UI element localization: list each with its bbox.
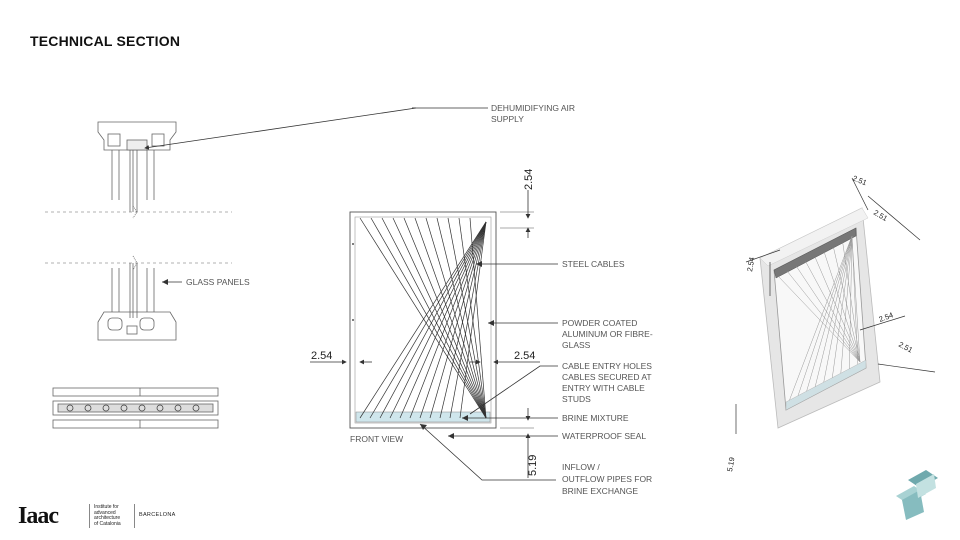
callout-inflow-3: BRINE EXCHANGE — [562, 486, 638, 496]
cable — [429, 221, 487, 419]
cable — [414, 217, 487, 419]
callout-brine: BRINE MIXTURE — [562, 413, 629, 423]
front-view-caption: FRONT VIEW — [350, 434, 403, 444]
dim-top: 2.54 — [523, 169, 535, 190]
dim-left: 2.54 — [311, 350, 332, 362]
axon-cable — [787, 235, 853, 405]
axon-cables — [777, 235, 861, 405]
axonometric-view — [759, 207, 881, 429]
cable — [439, 221, 487, 419]
callout-frame-3: GLASS — [562, 340, 591, 350]
logo-institute: Institute for advanced architecture of C… — [94, 504, 121, 527]
dim-bottom: 5.19 — [527, 455, 539, 476]
callout-frame-2: ALUMINUM OR FIBRE- — [562, 329, 653, 339]
callout-inflow-1: INFLOW / — [562, 462, 600, 472]
section-detail — [45, 121, 232, 341]
axon-cable — [777, 275, 861, 363]
callout-holes-1: CABLE ENTRY HOLES — [562, 361, 652, 371]
cable — [436, 217, 487, 419]
cable — [392, 217, 487, 419]
air-supply-label-2: SUPPLY — [491, 114, 524, 124]
axon-dim-right2: 2.51 — [897, 340, 914, 355]
callout-holes-3: ENTRY WITH CABLE — [562, 383, 645, 393]
glass-panels-label: GLASS PANELS — [186, 277, 250, 287]
cable — [370, 217, 487, 419]
logo-divider-2 — [134, 504, 135, 528]
cable — [389, 221, 487, 419]
cable — [447, 217, 487, 419]
callout-inflow-2: OUTFLOW PIPES FOR — [562, 474, 652, 484]
air-supply-leader — [144, 107, 417, 150]
axon-cable — [840, 235, 853, 378]
callout-holes-4: STUDS — [562, 394, 591, 404]
cable — [459, 221, 487, 419]
axon-cable — [831, 235, 853, 382]
axon-dim-right1: 2.54 — [878, 310, 895, 323]
air-supply-label-1: DEHUMIDIFYING AIR — [491, 103, 575, 113]
callout-seal: WATERPROOF SEAL — [562, 431, 646, 441]
axon-cable — [849, 235, 853, 373]
axon-dim-left: 2.54 — [745, 256, 756, 272]
axon-cable — [833, 247, 861, 363]
axon-dim-lines — [735, 177, 936, 434]
cable — [425, 217, 487, 419]
page-title: TECHNICAL SECTION — [30, 33, 181, 49]
cable — [469, 217, 487, 419]
cable — [399, 221, 487, 419]
cable — [359, 217, 487, 419]
cable — [449, 221, 487, 419]
axon-cable — [796, 266, 861, 363]
axon-dim-top2: 2.51 — [872, 208, 889, 223]
axon-cable — [842, 242, 861, 363]
axon-dim-bottom: 5.19 — [725, 456, 736, 472]
axon-cable — [814, 256, 861, 363]
callout-holes-2: CABLES SECURED AT — [562, 372, 652, 382]
cable — [419, 221, 487, 419]
cable — [458, 217, 487, 419]
cable — [369, 221, 487, 419]
front-view — [349, 211, 497, 429]
axon-cable — [851, 235, 859, 369]
logo-mark: Iaac — [18, 503, 59, 529]
axon-cable — [822, 235, 853, 387]
logo-city: BARCELONA — [139, 512, 176, 518]
cable — [379, 221, 487, 419]
axon-cable — [796, 235, 853, 400]
callout-frame-1: POWDER COATED — [562, 318, 637, 328]
callout-steel-cables: STEEL CABLES — [562, 259, 625, 269]
cable — [409, 221, 487, 419]
axon-cable — [787, 271, 861, 363]
cable — [359, 221, 487, 419]
front-view-leaders — [419, 263, 558, 481]
logo-divider — [89, 504, 90, 528]
axon-cable — [851, 237, 861, 363]
plan-strips — [52, 387, 219, 429]
axon-cable — [805, 235, 853, 396]
corner-logo-mark — [896, 470, 938, 520]
brine-mixture-band — [355, 411, 491, 423]
cable — [403, 217, 487, 419]
dim-right: 2.54 — [514, 350, 535, 362]
axon-dim-top1: 2.51 — [851, 174, 868, 188]
axon-cable — [805, 261, 861, 363]
steel-cables — [359, 217, 487, 419]
